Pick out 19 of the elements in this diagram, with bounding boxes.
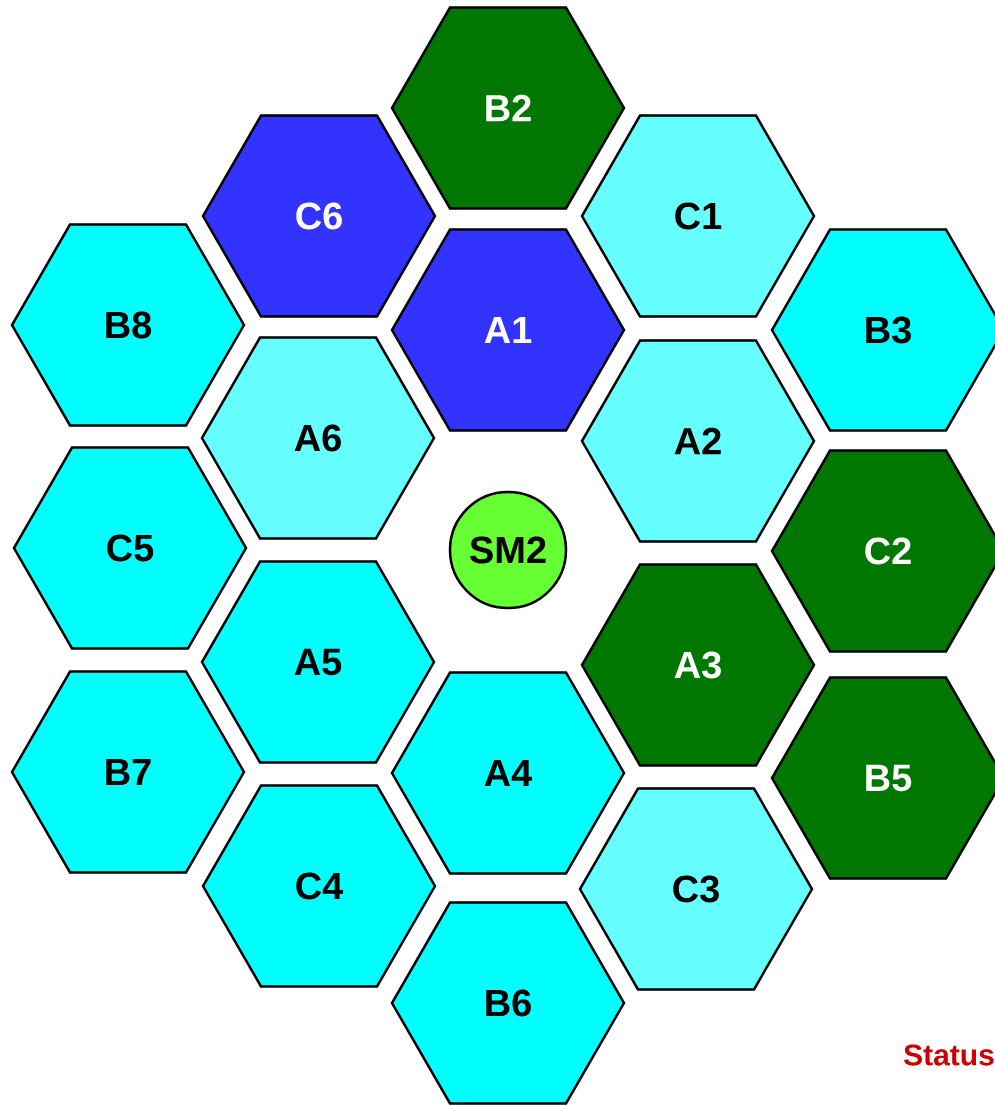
hexagon-cell: C1 <box>580 114 816 318</box>
hexagon-cell: B3 <box>770 228 995 432</box>
hexagon-cell: A6 <box>200 336 436 540</box>
hexagon-cell: B2 <box>390 6 626 210</box>
hexagon-cell: C6 <box>201 114 437 318</box>
hexagon-cell: A5 <box>200 560 436 764</box>
hexagon-cell: B6 <box>390 901 626 1105</box>
status-label: Status <box>904 1044 994 1066</box>
hexagon-cell: A1 <box>390 228 626 432</box>
hexagon-cell: C2 <box>770 449 995 653</box>
hexagon-cell: C5 <box>12 446 248 650</box>
hexagon-cell: C3 <box>578 787 814 991</box>
hexagon-cell: B8 <box>10 223 246 427</box>
hexagon-cell: B5 <box>770 676 995 880</box>
hexagon-cell: B7 <box>10 670 246 874</box>
hexagon-cell: A2 <box>580 339 816 543</box>
hexagon-cell: A3 <box>580 563 816 767</box>
hexagon-cell: C4 <box>201 784 437 988</box>
hexagon-cell: A4 <box>390 671 626 875</box>
